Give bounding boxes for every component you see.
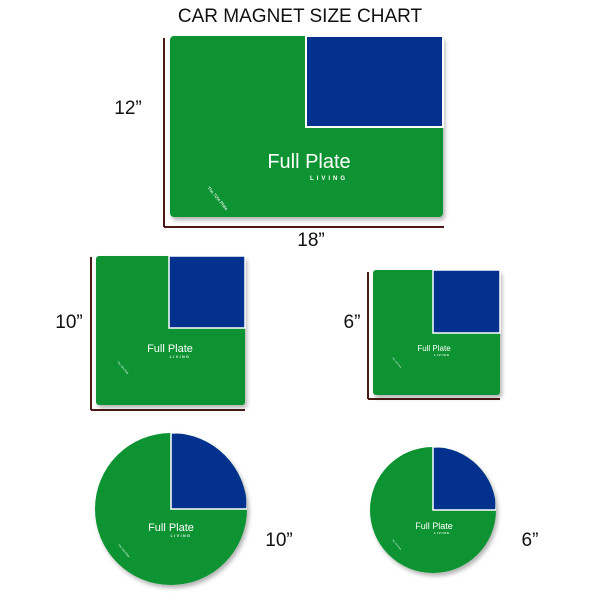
logo-sub: LIVING bbox=[434, 353, 450, 357]
height-label: 12” bbox=[114, 98, 141, 119]
size-label: 6” bbox=[344, 312, 361, 333]
logo-sub: LIVING bbox=[310, 176, 348, 182]
size-label: 6” bbox=[522, 530, 539, 551]
logo-text: Full Plate bbox=[417, 344, 451, 353]
blue-quadrant bbox=[305, 35, 444, 128]
magnet-square-6: Full Plate LIVING The 70% Plate 6” bbox=[344, 269, 501, 400]
logo-sub: LIVING bbox=[171, 534, 192, 538]
blue-quadrant bbox=[170, 433, 247, 510]
chart-title: CAR MAGNET SIZE CHART bbox=[178, 6, 423, 27]
size-label: 10” bbox=[55, 312, 82, 333]
magnet-rectangle-12x18: Full Plate LIVING The 70% Plate 12” 18” bbox=[114, 35, 444, 251]
tagline: The 70% Plate bbox=[391, 357, 402, 370]
size-label: 10” bbox=[265, 530, 292, 551]
logo-text: Full Plate bbox=[147, 343, 193, 355]
magnet-circle-6: Full Plate LIVING The 70% Plate 6” bbox=[370, 447, 538, 573]
magnet-circle-10: Full Plate LIVING The 70% Plate 10” bbox=[95, 433, 293, 585]
logo-text: Full Plate bbox=[267, 151, 350, 173]
blue-quadrant bbox=[168, 255, 246, 329]
magnet-square-10: Full Plate LIVING The 70% Plate 10” bbox=[55, 255, 246, 411]
width-label: 18” bbox=[297, 230, 324, 251]
logo-text: Full Plate bbox=[415, 521, 453, 531]
blue-quadrant bbox=[432, 447, 496, 511]
logo-sub: LIVING bbox=[434, 531, 450, 535]
blue-quadrant bbox=[432, 269, 501, 334]
logo-sub: LIVING bbox=[170, 355, 191, 359]
logo-text: Full Plate bbox=[148, 522, 194, 534]
tagline: The 70% Plate bbox=[391, 539, 402, 552]
